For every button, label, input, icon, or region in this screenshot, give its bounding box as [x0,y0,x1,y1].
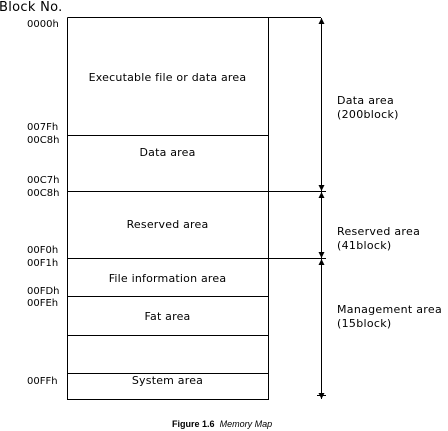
address-label: 00FFh [27,376,58,387]
arrow-up-icon [318,18,325,24]
annotation-title: Management area [337,303,442,316]
annotation-data-area: Data area (200block) [337,94,399,122]
annotation-title: Data area [337,94,394,107]
address-label: 00F0h [27,245,59,256]
address-label: 0000h [27,19,59,30]
arrow-down-icon [318,185,325,191]
annotation-management-area: Management area (15block) [337,303,442,331]
address-label: 00C8h [27,135,60,146]
address-label: 007Fh [27,122,59,133]
area-label: Data area [139,146,196,159]
arrow-up-icon [318,192,325,198]
address-label: 00FDh [27,286,60,297]
area-label: File information area [108,272,227,285]
arrow-down-icon [318,393,325,399]
area-label: Reserved area [126,218,209,231]
annotation-reserved-area: Reserved area (41block) [337,225,420,253]
figure-title: Memory Map [219,419,273,429]
annotation-count: (41block) [337,239,392,252]
address-label: 00F1h [27,258,59,269]
area-label: Executable file or data area [88,71,247,84]
address-label: 00C7h [27,175,60,186]
block-number-header: Block No. [0,0,63,15]
area-label: System area [131,374,204,387]
arrow-down-icon [318,252,325,258]
arrow-up-icon [318,259,325,265]
annotation-count: (200block) [337,108,399,121]
address-label: 00C8h [27,188,60,199]
figure-caption: Figure 1.6 Memory Map [172,414,272,430]
address-label: 00FEh [27,298,59,309]
area-label: Fat area [144,310,191,323]
annotation-title: Reserved area [337,225,421,238]
figure-number: Figure 1.6 [172,419,215,429]
annotation-count: (15block) [337,317,392,330]
